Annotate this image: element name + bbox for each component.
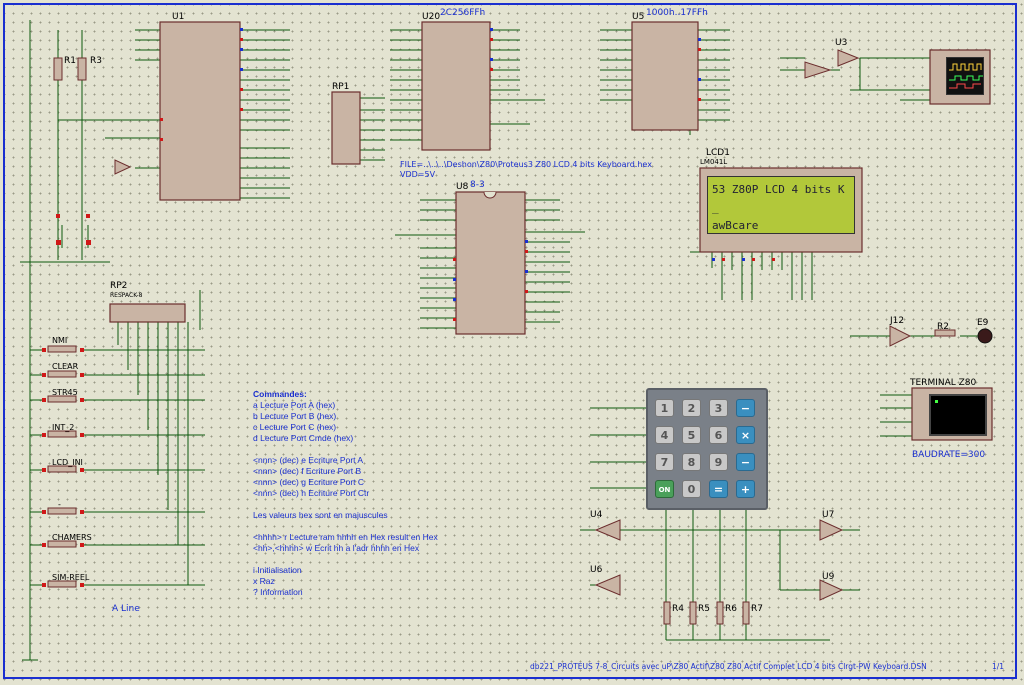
label-u6: U6: [590, 565, 603, 575]
label-u9: U9: [822, 572, 835, 582]
keypad-key[interactable]: 7: [655, 453, 674, 471]
keypad-key[interactable]: +: [736, 480, 755, 498]
commands-line: [253, 521, 438, 532]
sheet-page-number: 1/1: [992, 662, 1005, 671]
commands-line: [253, 499, 438, 510]
label-u1: U1: [172, 12, 185, 22]
keypad-key[interactable]: 3: [709, 399, 728, 417]
switch-label-blank[interactable]: -: [58, 500, 61, 509]
label-rp2-part: RESPACK-8: [110, 292, 143, 299]
keypad-key[interactable]: −: [736, 399, 755, 417]
label-u20-part: 2C256FFh: [440, 8, 486, 18]
label-u3: U3: [835, 38, 848, 48]
label-r5: R5: [698, 604, 710, 614]
label-r7: R7: [751, 604, 763, 614]
label-j12: J12: [890, 316, 905, 326]
lcd-screen: 53 Z80P LCD 4 bits K _ awBcare: [707, 176, 855, 234]
label-a-line: A Line: [112, 604, 140, 614]
chip-u5: [631, 21, 699, 131]
commands-line: i Initialisation: [253, 565, 302, 575]
commands-line: b Lecture Port B (hex): [253, 411, 337, 421]
label-u7: U7: [822, 510, 835, 520]
label-u8: U8: [456, 182, 469, 192]
switch-label-chamers[interactable]: CHAMERS: [52, 533, 92, 542]
label-r6: R6: [725, 604, 737, 614]
led-e9: [977, 328, 993, 344]
switch-label-int2[interactable]: INT_2: [52, 423, 75, 432]
label-r1: R1: [64, 56, 76, 66]
label-lcd-part: LM041L: [700, 158, 728, 166]
chip-u20: [421, 21, 491, 151]
label-u8-value: 8-3: [470, 180, 485, 190]
oscilloscope-waveform: [949, 63, 983, 89]
keypad-key[interactable]: 0: [682, 480, 701, 498]
commands-line: ? Information: [253, 587, 303, 597]
switch-label-str45[interactable]: STR45: [52, 388, 78, 397]
commands-line: [253, 554, 438, 565]
commands-line: x Raz: [253, 576, 275, 586]
label-r4: R4: [672, 604, 684, 614]
keypad-key[interactable]: ON: [655, 480, 674, 498]
lcd-line-1: 53 Z80P LCD 4 bits K: [712, 183, 845, 196]
commands-line: <hh>,<hhhh> w Ecrit hh a l'adr hhhh en H…: [253, 543, 420, 553]
label-rp2: RP2: [110, 281, 128, 291]
switch-label-sim-reel[interactable]: SIM-REEL: [52, 573, 90, 582]
label-r2: R2: [937, 322, 949, 332]
oscilloscope-screen[interactable]: [946, 57, 984, 95]
virtual-terminal-screen[interactable]: [929, 394, 987, 436]
label-u20: U20: [422, 12, 441, 22]
keypad-key[interactable]: ×: [736, 426, 755, 444]
lcd-line-2: _: [712, 201, 719, 214]
keypad-key[interactable]: 9: [709, 453, 728, 471]
commands-note: Commandes: a Lecture Port A (hex)b Lectu…: [253, 389, 438, 598]
label-rp1: RP1: [332, 82, 350, 92]
label-hex-file: FILE=..\..\..\Deshon\Z80\Proteus3 Z80 LC…: [400, 160, 652, 169]
commands-line: [253, 444, 438, 455]
label-u4: U4: [590, 510, 603, 520]
chip-u8: [455, 191, 526, 335]
commands-line: d Lecture Port Cmde (hex): [253, 433, 354, 443]
commands-title: Commandes:: [253, 389, 307, 399]
commands-line: <hhhh> r Lecture ram hhhh en Hex result …: [253, 532, 438, 542]
keypad-key[interactable]: 2: [682, 399, 701, 417]
label-terminal: TERMINAL Z80: [910, 378, 977, 388]
sheet-footer: db221_PROTEUS 7-8_Circuits avec uP\Z80 A…: [530, 662, 927, 671]
commands-line: <nnn> (dec) e Ecriture Port A: [253, 455, 364, 465]
lcd-line-3: awBcare: [712, 219, 759, 232]
label-u5: U5: [632, 12, 645, 22]
keypad-key[interactable]: 8: [682, 453, 701, 471]
commands-lines: a Lecture Port A (hex)b Lecture Port B (…: [253, 400, 438, 598]
chip-rp2: [109, 303, 186, 323]
commands-line: <nnn> (dec) g Ecriture Port C: [253, 477, 365, 487]
label-lcd: LCD1: [706, 148, 730, 158]
keypad-key[interactable]: 6: [709, 426, 728, 444]
switch-label-clear[interactable]: CLEAR: [52, 362, 79, 371]
label-baudrate: BAUDRATE=300: [912, 450, 986, 460]
keypad-key[interactable]: 5: [682, 426, 701, 444]
label-vdd: VDD=5V: [400, 170, 436, 179]
switch-label-lcd-ini[interactable]: LCD_INI: [52, 458, 83, 467]
label-u5-part: 1000h..17FFh: [646, 8, 708, 18]
commands-line: a Lecture Port A (hex): [253, 400, 336, 410]
chip-rp1: [331, 91, 361, 165]
commands-line: Les valeurs hex sont en majuscules: [253, 510, 388, 520]
commands-line: c Lecture Port C (hex): [253, 422, 337, 432]
commands-line: <nnn> (dec) h Ecriture Port Ctr: [253, 488, 370, 498]
chip-u1: [159, 21, 241, 201]
keypad-key[interactable]: −: [736, 453, 755, 471]
commands-line: <nnn> (dec) f Ecriture Port B: [253, 466, 362, 476]
keypad-key[interactable]: =: [709, 480, 728, 498]
keypad-key[interactable]: 1: [655, 399, 674, 417]
switch-label-nmi[interactable]: NMI: [52, 336, 68, 345]
label-r3: R3: [90, 56, 102, 66]
label-e9: E9: [977, 318, 989, 328]
keypad-key[interactable]: 4: [655, 426, 674, 444]
